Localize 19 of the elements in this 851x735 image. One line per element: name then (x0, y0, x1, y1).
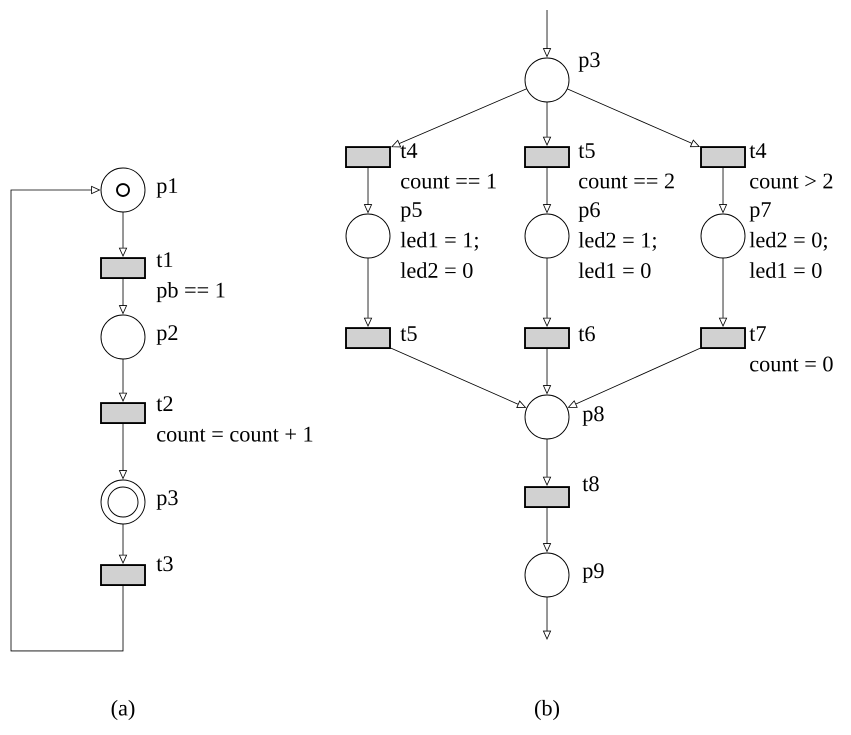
place-label: t2 count = count + 1 (156, 396, 312, 442)
place-label: t3 (156, 556, 173, 572)
place-label: t6 (578, 326, 595, 342)
place-label: p6 led2 = 1; led1 = 0 (578, 202, 656, 278)
place-label: t8 (582, 476, 599, 492)
place-label: p3 (578, 52, 600, 72)
place-label: t7 count = 0 (749, 326, 833, 372)
panel-label: (a) (112, 700, 134, 720)
place-label: p5 led1 = 1; led2 = 0 (400, 202, 478, 278)
place-label: t1 pb == 1 (156, 252, 225, 302)
place-label: p1 (156, 178, 178, 198)
place-label: p3 (156, 490, 178, 510)
place-label: p7 led2 = 0; led1 = 0 (750, 202, 827, 278)
arrow (10, 186, 124, 652)
place-label: p8 (582, 406, 604, 426)
place-label: p2 (156, 325, 178, 345)
place-label: t5 (400, 326, 417, 342)
place-label: p9 (582, 563, 604, 583)
panel-label: (b) (535, 700, 559, 720)
